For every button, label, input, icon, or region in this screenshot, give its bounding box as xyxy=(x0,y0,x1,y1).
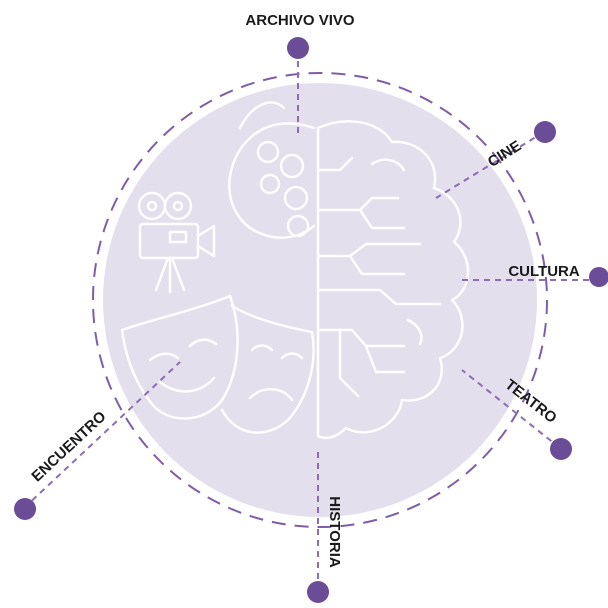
central-disc xyxy=(103,83,537,517)
node-teatro xyxy=(550,438,572,460)
node-historia xyxy=(307,581,329,603)
label-encuentro: ENCUENTRO xyxy=(28,408,109,485)
node-archivo-vivo xyxy=(287,37,309,59)
label-historia: HISTORIA xyxy=(326,496,343,568)
label-cultura: CULTURA xyxy=(508,263,580,280)
node-cultura xyxy=(589,267,608,287)
label-archivo-vivo: ARCHIVO VIVO xyxy=(245,12,355,29)
node-encuentro xyxy=(14,498,36,520)
node-cine xyxy=(534,121,556,143)
label-cine: CINE xyxy=(485,137,524,170)
